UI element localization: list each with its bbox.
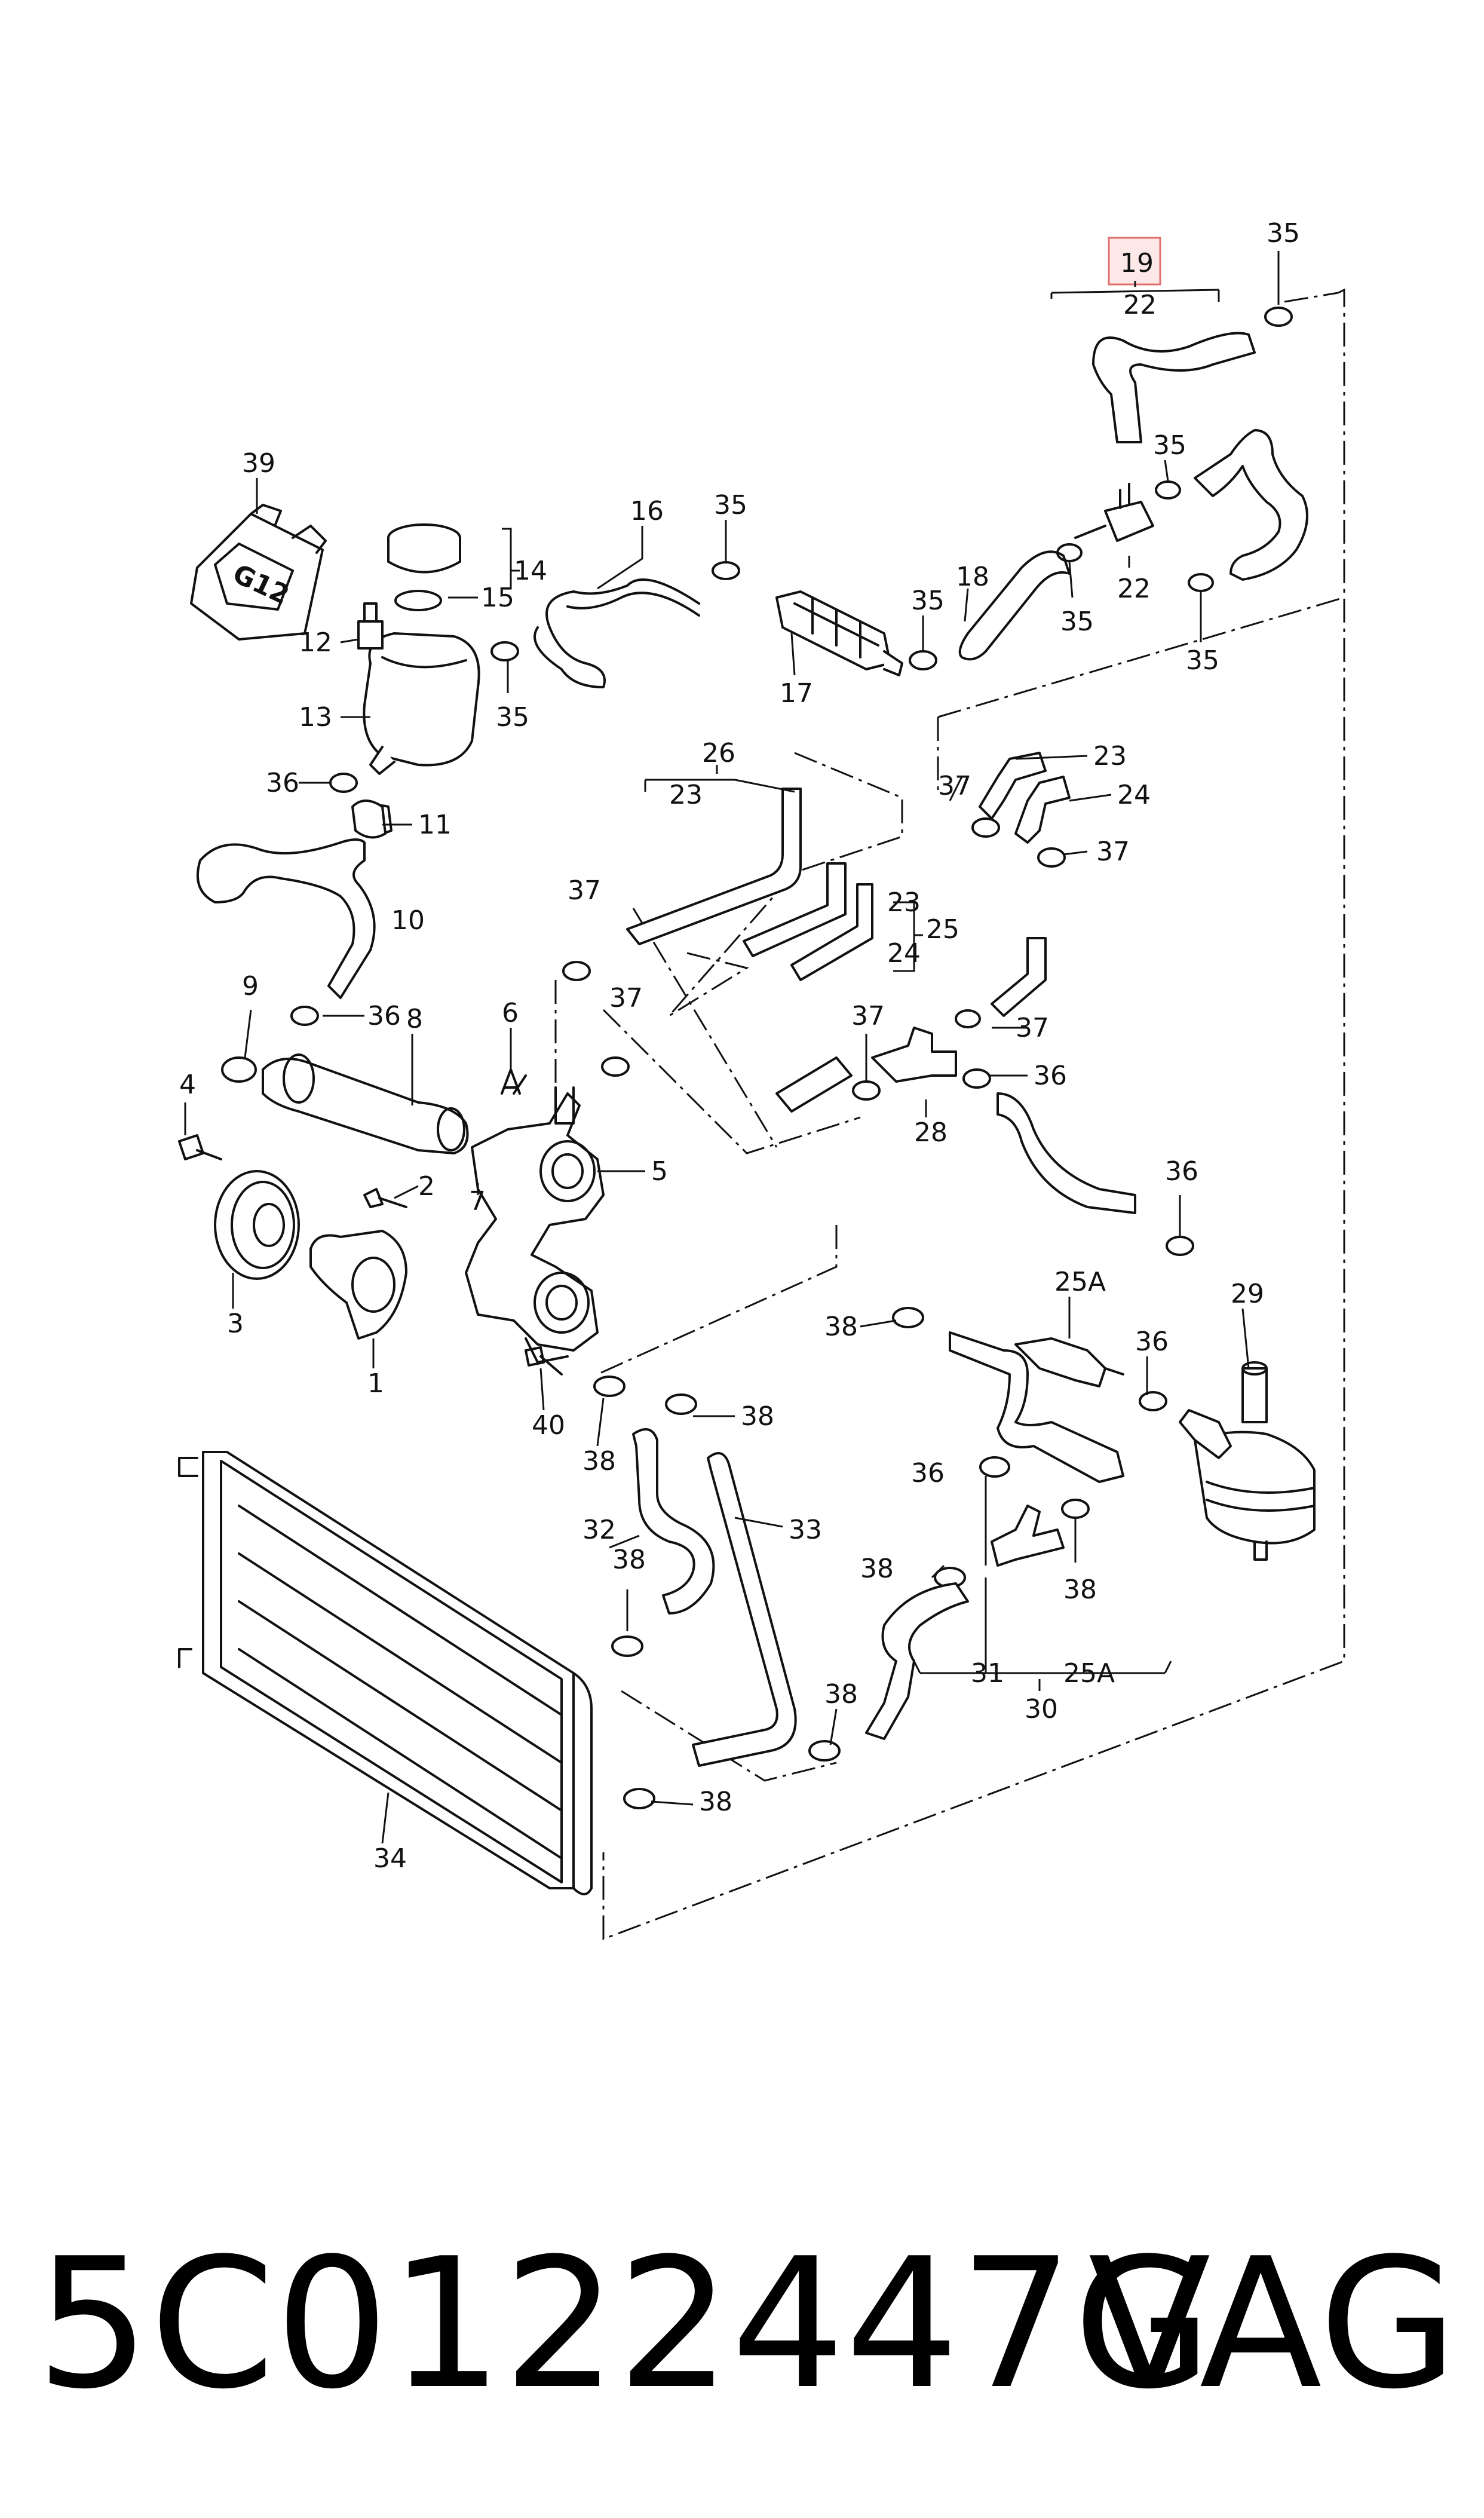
- callout-38-d: 38: [612, 1545, 646, 1575]
- callout-38-a: 38: [824, 1312, 858, 1342]
- callout-29: 29: [1231, 1279, 1264, 1309]
- sensor-25A: [949, 1331, 1124, 1483]
- hoses-32-33: [632, 1428, 797, 1767]
- elbow-hoses-23-24: [979, 752, 1071, 844]
- callout-36-d: 36: [1165, 1156, 1198, 1187]
- callout-24-stack: 24: [887, 938, 921, 969]
- hose-10: [196, 838, 376, 999]
- callout-16: 16: [630, 496, 664, 526]
- callout-24-right: 24: [1117, 780, 1151, 810]
- callout-10: 10: [391, 905, 425, 936]
- callout-38-g: 38: [824, 1679, 858, 1710]
- brand-name: VAG: [1088, 2220, 1458, 2428]
- callout-18: 18: [956, 562, 989, 592]
- highlight-box: [1108, 237, 1161, 286]
- hose-18: [958, 550, 1071, 661]
- callout-5: 5: [651, 1156, 668, 1187]
- callout-23-stack: 23: [887, 887, 921, 918]
- callout-32: 32: [582, 1515, 616, 1545]
- callout-6: 6: [502, 998, 519, 1028]
- hose-set-23-24-25: [626, 788, 1047, 1113]
- callout-35-e: 35: [714, 490, 747, 520]
- callout-17: 17: [780, 678, 813, 709]
- callout-37-c: 37: [568, 875, 601, 906]
- hose-right-middle: [997, 1092, 1136, 1214]
- callout-2: 2: [418, 1171, 435, 1202]
- coolant-valve-17: [775, 590, 903, 676]
- callout-35-top: 35: [1267, 218, 1300, 249]
- callout-37-a: 37: [938, 771, 971, 801]
- callout-3: 3: [227, 1309, 244, 1339]
- callout-8: 8: [406, 1004, 423, 1034]
- callout-7: 7: [469, 1186, 486, 1217]
- hose-16: [533, 578, 700, 688]
- coolant-bottle-g12: G12: [190, 504, 327, 641]
- callout-14: 14: [514, 556, 547, 586]
- callout-36-f: 36: [911, 1458, 945, 1488]
- callout-11: 11: [418, 810, 452, 840]
- callout-31: 31: [971, 1658, 1004, 1689]
- clip-6: [501, 1068, 527, 1095]
- pulley-and-pump: [178, 1134, 407, 1340]
- callout-4: 4: [179, 1070, 196, 1100]
- expansion-tank-assembly: [354, 523, 480, 835]
- callout-38-b: 38: [582, 1446, 616, 1477]
- callout-25A-a: 25A: [1054, 1267, 1106, 1297]
- callout-19: 19: [1120, 248, 1154, 278]
- callout-22-tee: 22: [1117, 574, 1151, 604]
- callout-23-bracket: 23: [669, 780, 703, 810]
- hose-top-right: [1194, 429, 1308, 581]
- part-number: 5C0122447G: [36, 2220, 1212, 2428]
- hose-22: [1074, 332, 1256, 542]
- callout-13: 13: [299, 702, 332, 733]
- callout-25: 25: [926, 914, 959, 945]
- callout-37-b: 37: [1096, 837, 1130, 867]
- callout-36-b: 36: [367, 1001, 401, 1031]
- callout-28: 28: [914, 1117, 948, 1148]
- callout-36-c: 36: [1034, 1061, 1067, 1091]
- callout-23-right: 23: [1093, 741, 1127, 771]
- callout-40: 40: [532, 1410, 565, 1441]
- leader-lines: [184, 251, 1280, 1844]
- callout-37-d: 37: [609, 983, 643, 1013]
- radiator-34: [178, 1451, 593, 1895]
- callout-30: 30: [1025, 1694, 1058, 1724]
- coolant-flange-5-7: [465, 1086, 605, 1376]
- callout-35-f: 35: [911, 586, 945, 616]
- callout-12: 12: [299, 627, 332, 658]
- callout-25A-b: 25A: [1063, 1658, 1115, 1689]
- hose-clamps: [290, 307, 1293, 1809]
- callout-35-c: 35: [1060, 606, 1094, 637]
- callout-33: 33: [789, 1515, 822, 1545]
- oil-cooler-29: [1179, 1361, 1316, 1561]
- cooling-system-exploded-diagram: G12: [178, 218, 1345, 1941]
- callout-35-d: 35: [1186, 645, 1219, 676]
- callout-34: 34: [373, 1843, 407, 1874]
- callout-36-e: 36: [1135, 1327, 1169, 1357]
- callout-37-e: 37: [851, 1001, 885, 1031]
- cap-11: [351, 799, 387, 839]
- callout-1: 1: [367, 1368, 384, 1399]
- footer: 5C0122447G VAG: [36, 2229, 1458, 2420]
- tee-28: [871, 1027, 957, 1083]
- callout-35-b: 35: [1153, 430, 1186, 461]
- callout-15: 15: [481, 583, 514, 613]
- callout-37-f: 37: [1016, 1013, 1049, 1043]
- callout-9: 9: [242, 971, 259, 1001]
- callout-38-h: 38: [699, 1787, 732, 1817]
- callout-38-f: 38: [1063, 1574, 1097, 1605]
- callout-38-e: 38: [860, 1554, 894, 1584]
- assembly-boundary-lines: [554, 288, 1345, 1941]
- callout-26: 26: [702, 738, 735, 768]
- callout-38-c: 38: [741, 1401, 774, 1432]
- callout-22-top: 22: [1123, 290, 1157, 320]
- callout-36-a: 36: [266, 768, 299, 798]
- callout-39: 39: [242, 448, 275, 479]
- callout-numbers: 19 22 35 35 22 35 35 35 35 18 17 16 35 3…: [179, 218, 1300, 1874]
- tee-31: [865, 1505, 1065, 1740]
- pipe-8: [221, 1053, 469, 1154]
- callout-35-g: 35: [496, 702, 529, 733]
